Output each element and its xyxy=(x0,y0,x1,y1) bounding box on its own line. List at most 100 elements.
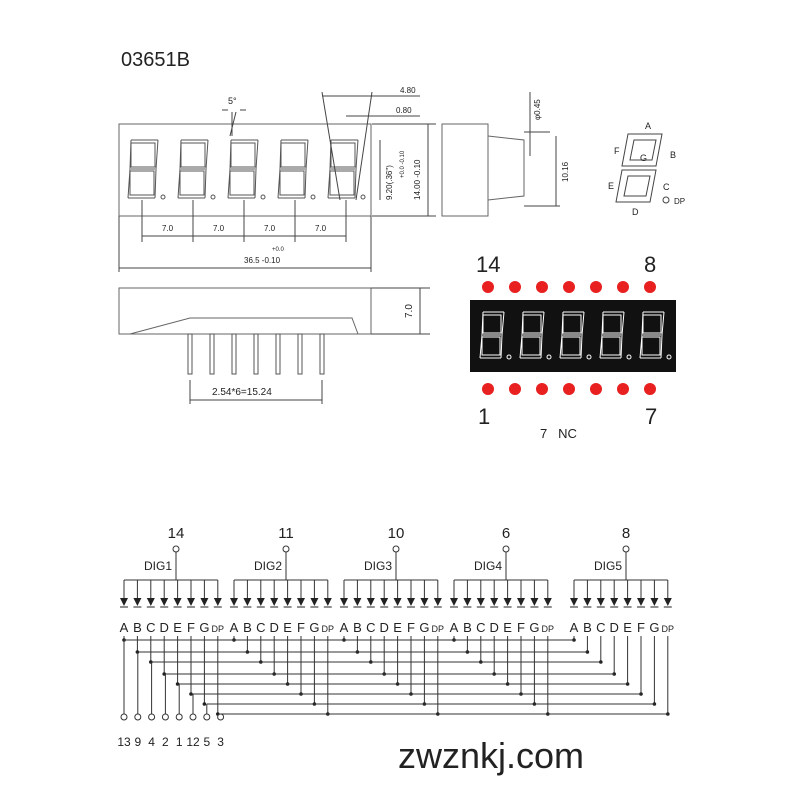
pin-dot-bottom xyxy=(563,383,575,395)
segment-label: B xyxy=(463,620,472,635)
part-number-title: 03651B xyxy=(121,49,190,71)
pin-label-8: 8 xyxy=(644,252,656,277)
bottom-pin xyxy=(319,333,325,375)
display-digit xyxy=(559,311,592,360)
segment-label: F xyxy=(297,620,305,635)
diode-symbol xyxy=(517,598,525,606)
legend-label-a: A xyxy=(645,121,651,131)
legend-label-e: E xyxy=(608,181,614,191)
segment-label: C xyxy=(476,620,485,635)
anode-terminal xyxy=(502,545,510,553)
pin-dot-top xyxy=(644,281,656,293)
segment-label: C xyxy=(256,620,265,635)
pin-dot-top xyxy=(482,281,494,293)
cathode-pin-number: 5 xyxy=(203,735,210,749)
legend-digit-outline xyxy=(615,133,663,203)
legend-label-f: F xyxy=(614,146,620,156)
pin-dot-bottom xyxy=(617,383,629,395)
segment-label: A xyxy=(230,620,239,635)
pin-dot-top xyxy=(536,281,548,293)
diode-symbol xyxy=(297,598,305,606)
segment-label: G xyxy=(529,620,539,635)
digit-pin-number: 6 xyxy=(502,525,510,542)
diode-symbol xyxy=(230,598,238,606)
cathode-terminal xyxy=(203,713,211,721)
segment-label: G xyxy=(419,620,429,635)
junction-dot xyxy=(202,702,207,706)
diode-symbol xyxy=(187,598,195,606)
display-digit xyxy=(639,311,672,360)
tolerance-pair: +0.0 -0.10 xyxy=(400,150,406,178)
diode-symbol xyxy=(213,598,222,606)
cathode-terminal xyxy=(120,713,128,721)
cathode-terminal xyxy=(148,713,156,721)
display-digit xyxy=(479,311,512,360)
diode-symbol xyxy=(243,598,252,606)
side-view-drawing: φ0.45 10.16 xyxy=(441,92,570,217)
diode-symbol xyxy=(133,598,142,606)
front-view-drawing: 5° 4.80 0.80 9.20(.36") +0.0 -0.10 14.00… xyxy=(118,86,436,272)
overall-width-label: 36.5 -0.10 xyxy=(244,256,281,265)
pin-dot-top xyxy=(590,281,602,293)
digit-name: DIG1 xyxy=(144,559,172,573)
cathode-terminal xyxy=(134,713,142,721)
front-digit xyxy=(327,139,366,200)
pin-label-14: 14 xyxy=(476,252,500,277)
pin-dot-bottom xyxy=(509,383,521,395)
pin-label-1: 1 xyxy=(478,404,490,429)
junction-dot xyxy=(175,682,180,686)
bottom-pin xyxy=(187,333,193,375)
bottom-pin xyxy=(275,333,281,375)
segment-label: B xyxy=(133,620,142,635)
segment-label: C xyxy=(366,620,375,635)
diode-symbol xyxy=(160,598,169,606)
segment-label: G xyxy=(309,620,319,635)
diode-symbol xyxy=(407,598,415,606)
diode-symbol xyxy=(256,598,265,606)
pin-dot-bottom xyxy=(644,383,656,395)
front-digit xyxy=(177,139,216,200)
dim-4-80: 4.80 xyxy=(400,86,416,95)
diode-symbol xyxy=(583,598,592,606)
cathode-terminal xyxy=(189,713,197,721)
legend-label-d: D xyxy=(632,207,639,217)
diode-symbol xyxy=(393,598,402,606)
angle-label: 5° xyxy=(228,96,237,106)
pin-dot-top xyxy=(617,281,629,293)
diode-symbol xyxy=(503,598,512,606)
pin-dot-bottom xyxy=(482,383,494,395)
segment-label: A xyxy=(120,620,129,635)
segment-label: F xyxy=(637,620,645,635)
bottom-view-pins xyxy=(129,317,359,375)
segment-label: E xyxy=(283,620,292,635)
segment-label: B xyxy=(243,620,252,635)
segment-label: E xyxy=(623,620,632,635)
display-digit xyxy=(519,311,552,360)
anode-terminal xyxy=(622,545,630,553)
cathode-pin-number: 2 xyxy=(162,735,169,749)
pin-dot-top xyxy=(563,281,575,293)
diode-symbol xyxy=(380,598,389,606)
diode-symbol xyxy=(637,598,645,606)
front-view-digits xyxy=(127,139,366,200)
legend-digit-inner xyxy=(623,139,657,197)
bottom-pin xyxy=(297,333,303,375)
anode-terminal xyxy=(172,545,180,553)
diode-symbol xyxy=(120,598,128,606)
diode-symbol xyxy=(476,598,485,606)
legend-dp-dot xyxy=(662,196,670,204)
diode-symbol xyxy=(173,598,182,606)
bottom-body-bevel xyxy=(129,317,359,335)
pin-dots xyxy=(482,281,656,395)
legend-label-g: G xyxy=(640,153,647,163)
digit-pin-number: 8 xyxy=(622,525,630,542)
pin-label-7: 7 xyxy=(645,404,657,429)
depth-label: 7.0 xyxy=(404,304,415,318)
cathode-pin-number: 3 xyxy=(217,735,224,749)
anode-terminal xyxy=(282,545,290,553)
digit-name: DIG3 xyxy=(364,559,392,573)
